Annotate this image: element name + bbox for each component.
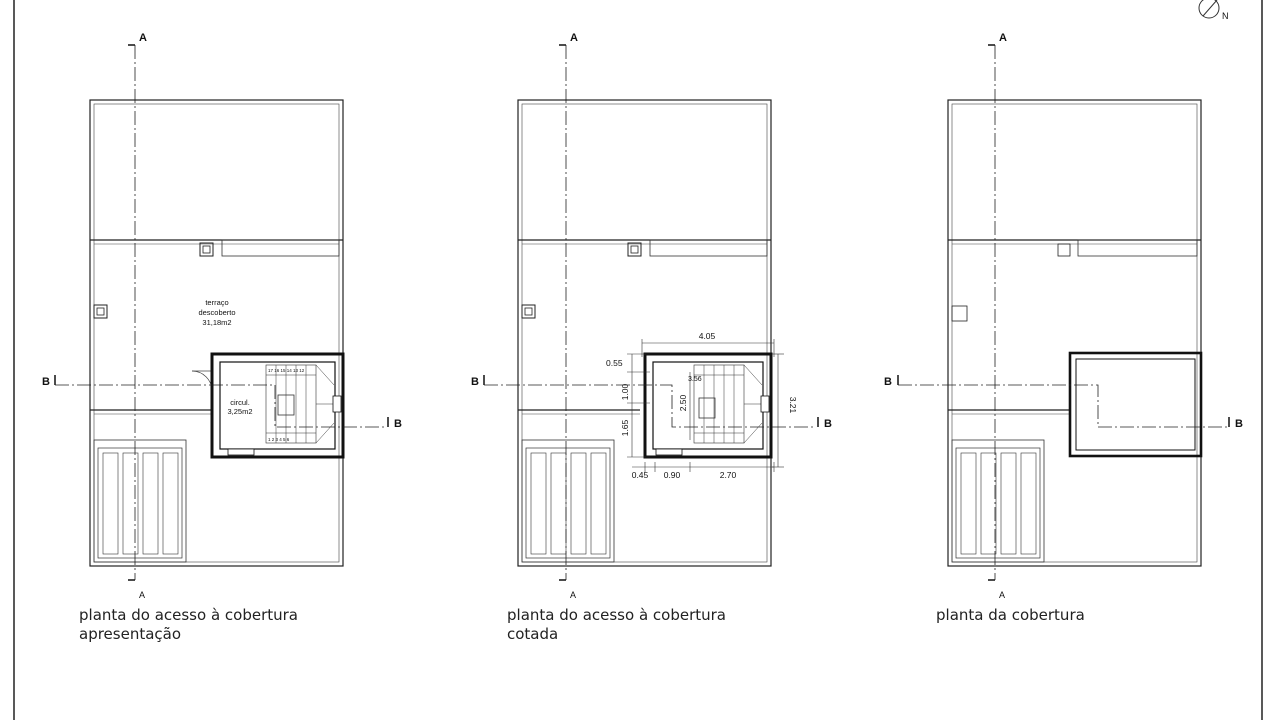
chimney-1 xyxy=(1057,243,1071,257)
dim-bottom-b: 0.90 xyxy=(664,470,681,480)
terrace-area: 31,18m2 xyxy=(202,318,231,327)
chimney-2 xyxy=(521,304,536,319)
section-b-right: B xyxy=(824,418,832,430)
dim-left-lower: 1.65 xyxy=(620,419,630,436)
section-a-top: A xyxy=(570,32,578,44)
section-a-top: A xyxy=(139,32,147,44)
building-outline xyxy=(517,99,772,567)
dim-left-mid: 1.00 xyxy=(620,383,630,400)
section-a-bottom: A xyxy=(570,590,576,600)
north-label: N xyxy=(1222,11,1229,21)
plan-3-caption: planta da cobertura xyxy=(936,606,1085,625)
building-outline xyxy=(89,99,344,567)
plan-1-presentation: 1 2 3 4 5 6 17 16 15 14 13 12 terraço de… xyxy=(42,32,402,600)
section-b-left: B xyxy=(471,376,479,388)
plan-1-caption: planta do acesso à cobertura apresentaçã… xyxy=(79,606,298,644)
caption-line-2: cotada xyxy=(507,625,559,643)
terrace-label-2: descoberto xyxy=(198,308,235,317)
chimney-1 xyxy=(199,242,214,257)
dim-bottom-c: 2.70 xyxy=(720,470,737,480)
section-a-top: A xyxy=(999,32,1007,44)
stair-core: 1 2 3 4 5 6 17 16 15 14 13 12 xyxy=(210,352,345,459)
dim-inner-small: 3.56 xyxy=(688,376,702,383)
dim-bottom-a: 0.45 xyxy=(632,470,649,480)
plan-2-dimensioned: 4.05 0.55 1.00 1.65 2.50 3.56 3.21 0.45 … xyxy=(471,32,832,600)
circulation-area: 3,25m2 xyxy=(227,407,252,416)
north-arrow-icon: N xyxy=(1198,0,1229,21)
plan-3-roof: A A B B xyxy=(884,32,1243,600)
section-line-b xyxy=(55,384,385,428)
stair-core-roof xyxy=(1068,351,1203,458)
section-b-right: B xyxy=(1235,418,1243,430)
plan-2-caption: planta do acesso à cobertura cotada xyxy=(507,606,726,644)
stair-core xyxy=(643,352,773,459)
dim-left-upper: 0.55 xyxy=(606,358,623,368)
section-a-bottom: A xyxy=(999,590,1005,600)
section-a-bottom: A xyxy=(139,590,145,600)
svg-text:1 2 3 4 5 6: 1 2 3 4 5 6 xyxy=(268,437,290,442)
section-b-right: B xyxy=(394,418,402,430)
terrace-label-1: terraço xyxy=(205,298,228,307)
building-outline xyxy=(947,99,1202,567)
dim-width-top: 4.05 xyxy=(699,331,716,341)
chimney-1 xyxy=(627,242,642,257)
chimney-2 xyxy=(93,304,108,319)
circulation-label: circul. xyxy=(230,398,250,407)
dim-right-height: 3.21 xyxy=(788,397,798,414)
dim-inner-vertical: 2.50 xyxy=(678,394,688,411)
caption-line-1: planta do acesso à cobertura xyxy=(507,606,726,624)
caption-line-1: planta da cobertura xyxy=(936,606,1085,624)
svg-text:17 16 15 14 13 12: 17 16 15 14 13 12 xyxy=(268,368,305,373)
chimney-2 xyxy=(951,305,968,322)
section-line-b xyxy=(898,384,1228,428)
dimension-lines xyxy=(627,339,784,472)
section-line-b xyxy=(484,384,815,428)
caption-line-2: apresentação xyxy=(79,625,182,643)
section-b-left: B xyxy=(42,376,50,388)
section-b-left: B xyxy=(884,376,892,388)
caption-line-1: planta do acesso à cobertura xyxy=(79,606,298,624)
